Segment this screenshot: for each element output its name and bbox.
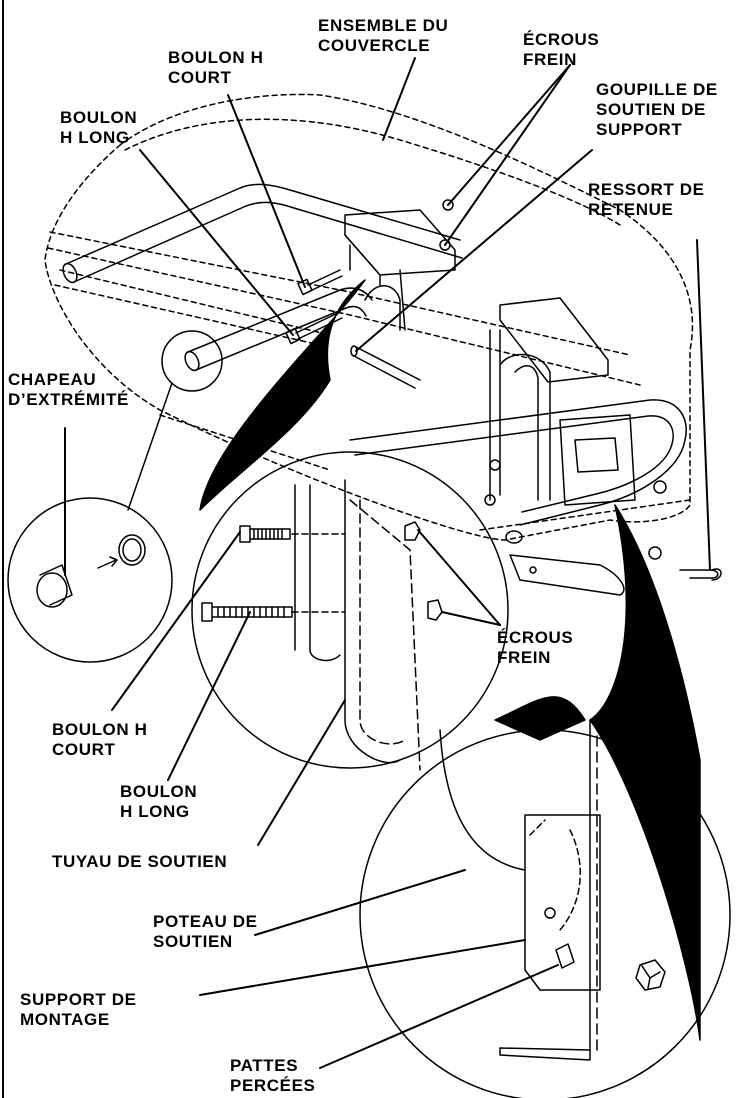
- label-drilled-tabs: PATTES PERCÉES: [230, 1056, 316, 1095]
- retaining-spring: [679, 568, 722, 581]
- label-long-bolt-top: BOULON H LONG: [60, 108, 138, 147]
- label-support-pin: GOUPILLE DE SOUTIEN DE SUPPORT: [596, 80, 718, 139]
- label-lock-nuts-top: ÉCROUS FREIN: [523, 30, 600, 69]
- label-cover-assembly: ENSEMBLE DU COUVERCLE: [318, 16, 449, 55]
- hinge-brackets: [344, 209, 667, 596]
- support-pin: [350, 345, 421, 389]
- bolt-detail-view: [191, 451, 509, 771]
- label-lock-nuts-detail: ÉCROUS FREIN: [497, 628, 574, 667]
- label-long-bolt-detail: BOULON H LONG: [120, 782, 198, 821]
- label-mounting-bracket: SUPPORT DE MONTAGE: [20, 990, 137, 1029]
- cover-outline: [44, 93, 694, 541]
- detail-wedges: [199, 279, 701, 1041]
- label-support-post: POTEAU DE SOUTIEN: [153, 912, 258, 951]
- label-end-cap: CHAPEAU D’EXTRÉMITÉ: [8, 370, 129, 409]
- label-support-tube: TUYAU DE SOUTIEN: [52, 852, 228, 871]
- support-frame: [62, 183, 687, 544]
- label-short-bolt-detail: BOULON H COURT: [52, 720, 148, 759]
- label-retaining-spring: RESSORT DE RETENUE: [588, 180, 705, 219]
- nuts-top: [439, 199, 501, 506]
- label-short-bolt-top: BOULON H COURT: [168, 48, 264, 87]
- mounting-detail-view: [359, 719, 731, 1098]
- end-cap-detail: [7, 330, 223, 663]
- leader-lines: [64, 57, 711, 1069]
